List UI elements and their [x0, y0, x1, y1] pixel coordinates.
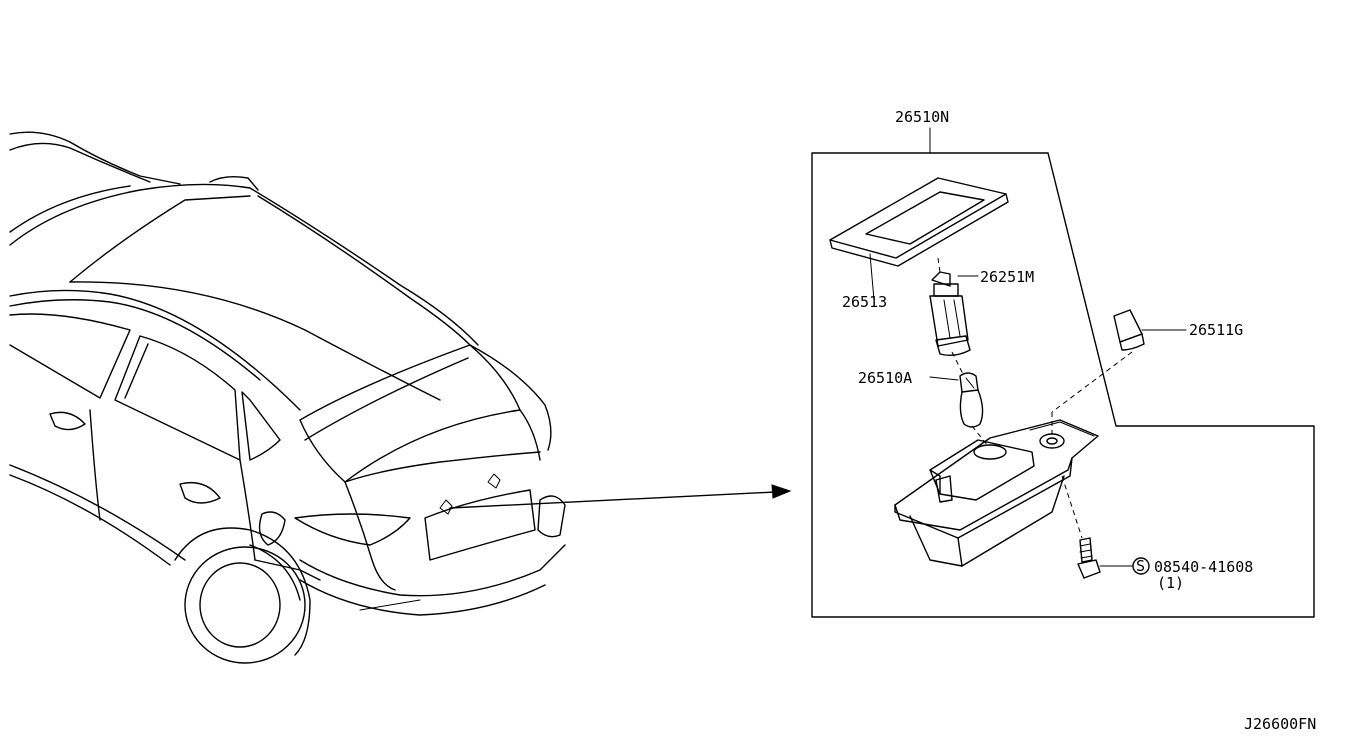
detail-frame [811, 152, 1315, 618]
label-diagram-code: J26600FN [1244, 715, 1316, 733]
label-bulb: 26510A [858, 369, 912, 387]
callout-arrow [449, 484, 792, 509]
bulb-icon [929, 372, 984, 428]
label-screw-qty: (1) [1157, 574, 1184, 592]
license-lamp-assembly-icon [894, 419, 1099, 567]
cap-icon [1113, 309, 1187, 351]
label-socket: 26251M [980, 268, 1034, 286]
label-screw-part: 08540-41608 [1154, 558, 1253, 576]
socket-icon [929, 271, 979, 357]
screw-icon [1077, 537, 1150, 579]
lens-icon [829, 177, 1009, 301]
assembly-guide-lines [937, 257, 1133, 539]
screw-symbol-circle [1132, 557, 1150, 575]
label-lens: 26513 [842, 293, 887, 311]
vehicle-rear-view-icon [9, 131, 566, 664]
label-screw-symbol: S [1136, 557, 1145, 575]
label-cap: 26511G [1189, 321, 1243, 339]
label-assembly: 26510N [895, 108, 949, 126]
